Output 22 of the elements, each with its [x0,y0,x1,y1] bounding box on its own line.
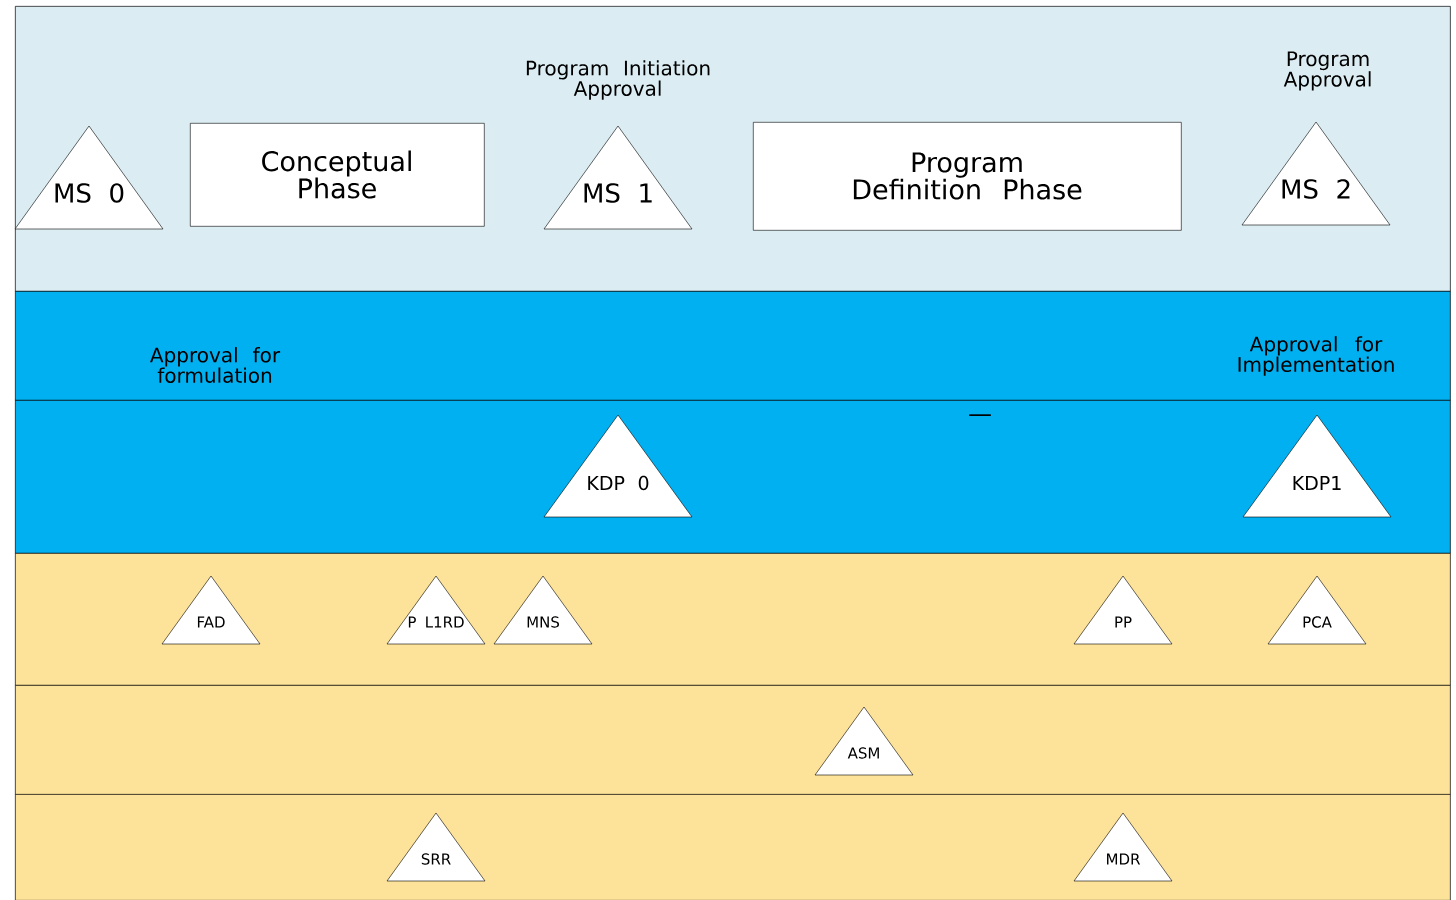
milestone-triangle: MNS [493,575,593,645]
milestone-triangle: P L1RD [386,575,486,645]
band [15,685,1451,795]
milestone-triangle: PCA [1267,575,1367,645]
milestone-triangle: MS 0 [14,125,164,230]
milestone-triangle: SRR [386,812,486,882]
milestone-triangle: FAD [161,575,261,645]
milestone-triangle: KDP1 [1242,414,1392,518]
milestone-triangle: MS 2 [1241,121,1391,226]
band: Approval for formulation Approval for Implementation [15,291,1451,401]
milestone-triangle: MDR [1073,812,1173,882]
milestone-triangle: KDP 0 [543,414,693,518]
milestone-triangle: MS 1 [543,125,693,230]
milestone-triangle: ASM [814,706,914,776]
band [15,794,1451,900]
milestone-caption: Program Initiation Approval [526,60,710,100]
phase-box: Program Definition Phase [753,122,1182,231]
milestone-triangle: PP [1073,575,1173,645]
band [15,553,1451,686]
phase-box: Conceptual Phase [190,123,485,227]
band [15,400,1451,554]
milestone-caption: Program Approval [1283,51,1371,91]
